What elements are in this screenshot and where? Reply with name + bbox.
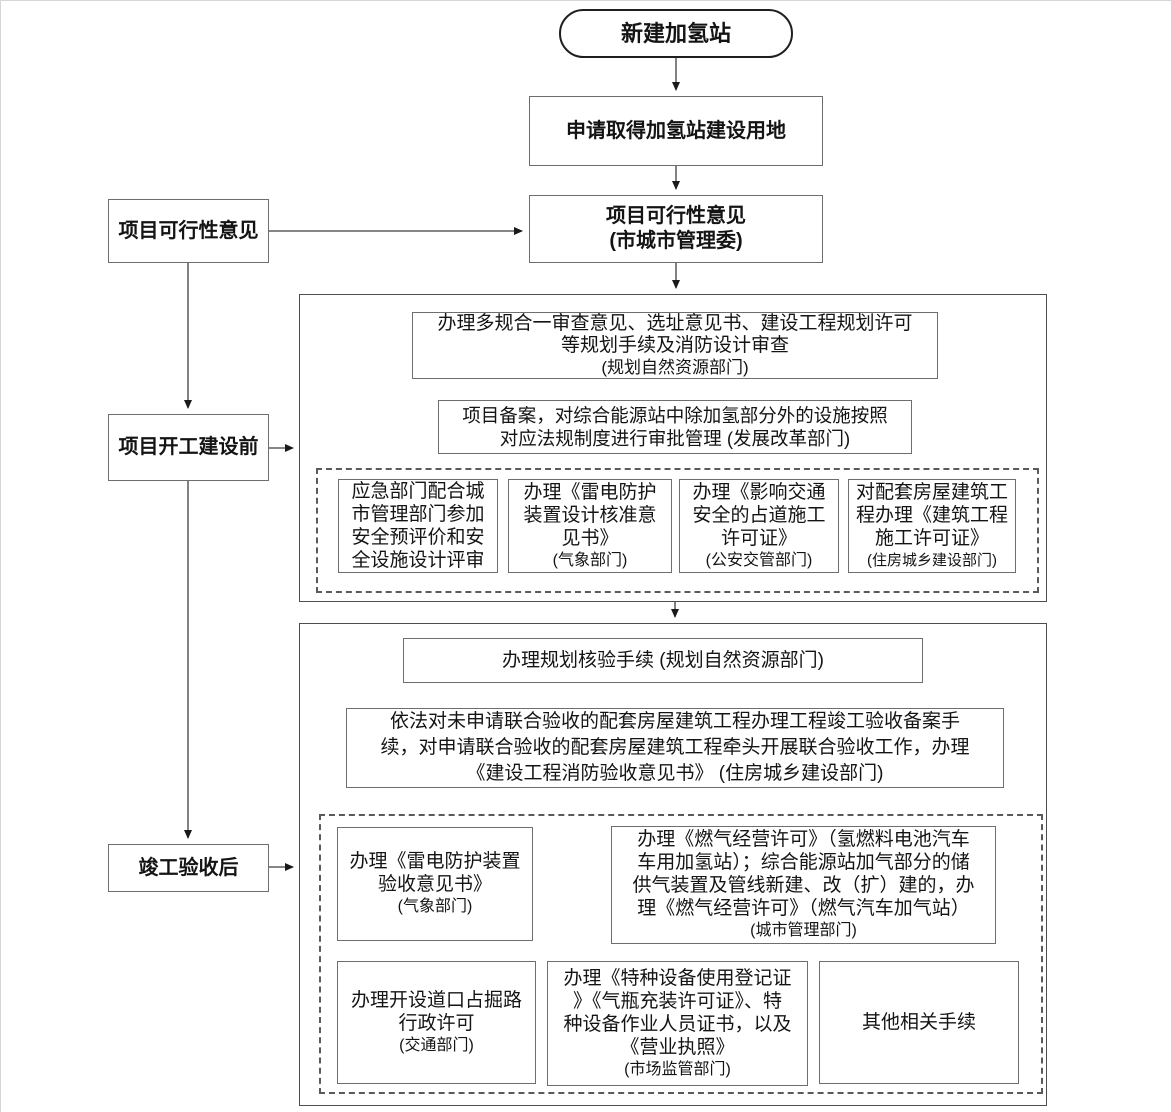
side-label-before-text: 项目开工建设前 — [118, 436, 259, 458]
stage2-item-special-equipment-text: 办理《特种设备使用登记证 》《气瓶充装许可证》、特 种设备作业人员证书，以及 《… — [563, 967, 792, 1058]
side-label-before-construction: 项目开工建设前 — [108, 414, 269, 481]
side-label-feasibility-text: 项目可行性意见 — [118, 219, 259, 242]
stage1-item-lightning-dept: (气象部门) — [552, 551, 628, 569]
start-node: 新建加氢站 — [559, 9, 793, 58]
stage2-item-road-permit-dept: (交通部门) — [399, 1036, 474, 1054]
side-label-feasibility: 项目可行性意见 — [108, 199, 269, 263]
planning-review-text: 办理多规合一审查意见、选址意见书、建设工程规划许可 等规划手续及消防设计审查 — [437, 312, 913, 356]
feasibility-label: 项目可行性意见 (市城市管理委) — [606, 205, 746, 252]
stage2-dashed-group — [319, 814, 1043, 1094]
start-label: 新建加氢站 — [620, 21, 731, 46]
stage2-item-lightning-acceptance-dept: (气象部门) — [397, 898, 473, 915]
completion-acceptance-box: 依法对未申请联合验收的配套房屋建筑工程办理工程竣工验收备案手 续，对申请联合验收… — [346, 708, 1004, 788]
stage1-dashed-group — [316, 468, 1039, 593]
stage1-item-emergency-text: 应急部门配合城 市管理部门参加 安全预评价和安 全设施设计评审 — [351, 481, 485, 571]
stage1-item-construction-permit-text: 对配套房屋建筑工 程办理《建筑工程 施工许可证》 — [855, 481, 1008, 549]
stage1-item-traffic-dept: (公安交管部门) — [705, 551, 813, 569]
stage1-item-construction-permit-dept: (住房城乡建设部门) — [867, 551, 997, 569]
stage2-item-gas-license-dept: (城市管理部门) — [750, 922, 857, 939]
land-application-label: 申请取得加氢站建设用地 — [566, 119, 786, 142]
land-application-box: 申请取得加氢站建设用地 — [529, 96, 823, 166]
stage2-item-gas-license-text: 办理《燃气经营许可》（氢燃料电池汽车 车用加氢站）；综合能源站加气部分的储 供气… — [632, 829, 975, 919]
stage2-item-special-equipment: 办理《特种设备使用登记证 》《气瓶充装许可证》、特 种设备作业人员证书，以及 《… — [547, 961, 808, 1086]
stage2-item-other: 其他相关手续 — [819, 961, 1019, 1084]
stage2-item-other-text: 其他相关手续 — [861, 1012, 976, 1033]
stage1-item-emergency: 应急部门配合城 市管理部门参加 安全预评价和安 全设施设计评审 — [338, 479, 498, 573]
stage1-item-construction-permit: 对配套房屋建筑工 程办理《建筑工程 施工许可证》 (住房城乡建设部门) — [848, 479, 1016, 573]
planning-review-dept: (规划自然资源部门) — [601, 357, 749, 377]
feasibility-box: 项目可行性意见 (市城市管理委) — [529, 195, 823, 263]
stage2-item-lightning-acceptance-text: 办理《雷电防护装置 验收意见书》 — [349, 851, 521, 895]
stage2-item-lightning-acceptance: 办理《雷电防护装置 验收意见书》 (气象部门) — [337, 827, 533, 941]
stage1-item-lightning: 办理《雷电防护 装置设计核准意 见书》 (气象部门) — [508, 479, 672, 573]
stage2-item-special-equipment-dept: (市场监管部门) — [624, 1060, 731, 1078]
completion-acceptance-text: 依法对未申请联合验收的配套房屋建筑工程办理工程竣工验收备案手 续，对申请联合验收… — [380, 711, 970, 784]
project-filing-text: 项目备案，对综合能源站中除加氢部分外的设施按照 对应法规制度进行审批管理 (发展… — [462, 405, 888, 449]
stage1-item-lightning-text: 办理《雷电防护 装置设计核准意 见书》 — [523, 481, 657, 549]
stage1-item-traffic-text: 办理《影响交通 安全的占道施工 许可证》 — [692, 481, 826, 549]
planning-review-box: 办理多规合一审查意见、选址意见书、建设工程规划许可 等规划手续及消防设计审查 (… — [412, 312, 938, 379]
side-label-after-acceptance: 竣工验收后 — [108, 844, 269, 892]
stage2-item-road-permit: 办理开设道口占掘路 行政许可 (交通部门) — [337, 961, 536, 1084]
project-filing-box: 项目备案，对综合能源站中除加氢部分外的设施按照 对应法规制度进行审批管理 (发展… — [438, 400, 912, 454]
stage2-item-road-permit-text: 办理开设道口占掘路 行政许可 — [350, 989, 522, 1034]
stage1-item-traffic: 办理《影响交通 安全的占道施工 许可证》 (公安交管部门) — [679, 479, 839, 573]
stage2-item-gas-license: 办理《燃气经营许可》（氢燃料电池汽车 车用加氢站）；综合能源站加气部分的储 供气… — [611, 826, 996, 944]
planning-verification-box: 办理规划核验手续 (规划自然资源部门) — [403, 638, 923, 683]
planning-verification-text: 办理规划核验手续 (规划自然资源部门) — [502, 650, 824, 671]
side-label-after-text: 竣工验收后 — [138, 856, 239, 879]
